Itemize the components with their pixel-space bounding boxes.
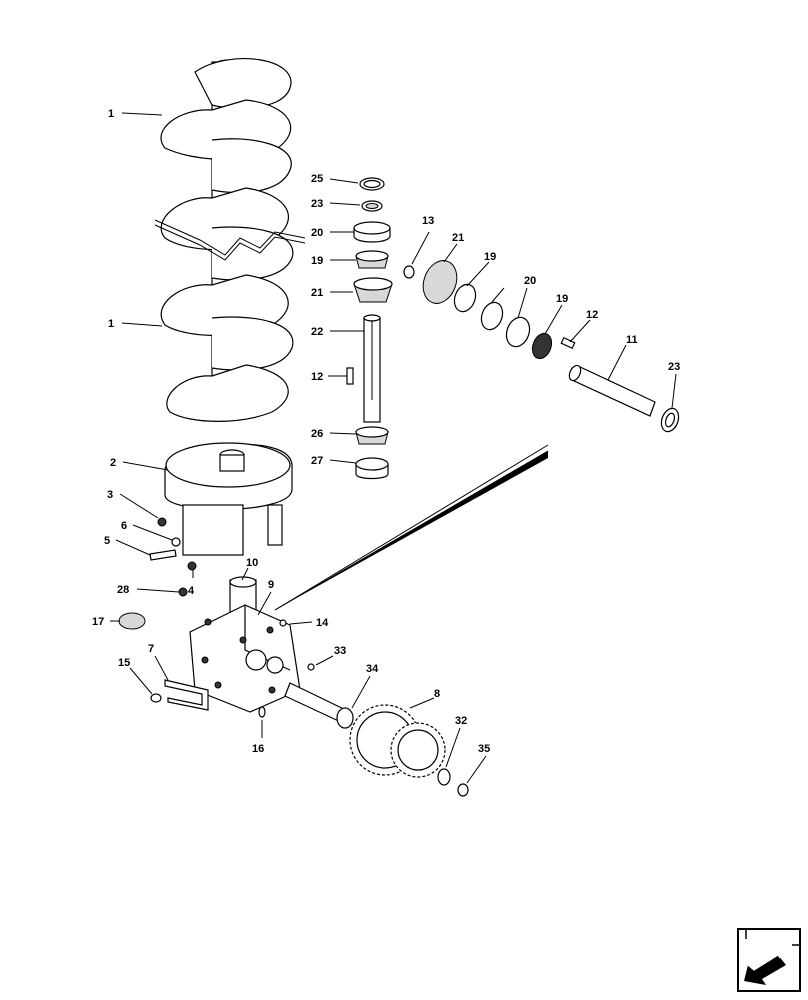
- callout-6: 6: [121, 520, 127, 532]
- callout-26: 26: [311, 428, 323, 440]
- auger-flange: [164, 442, 293, 556]
- callout-14: 14: [316, 617, 329, 629]
- callout-12: 12: [311, 371, 323, 383]
- callout-32: 32: [455, 715, 467, 727]
- vertical-shaft-stack: [346, 177, 393, 480]
- hardware: [118, 517, 469, 797]
- double-sprocket: [336, 704, 446, 778]
- callout-11: 11: [626, 334, 638, 346]
- callout-20: 20: [524, 275, 536, 287]
- callout-19: 19: [484, 251, 496, 263]
- callout-4: 4: [188, 585, 195, 597]
- callout-5: 5: [104, 535, 110, 547]
- callout-21: 21: [311, 287, 323, 299]
- callout-34: 34: [366, 663, 379, 675]
- detail-wedge: [274, 444, 549, 611]
- callout-2: 2: [110, 457, 116, 469]
- leader-lines: [110, 112, 677, 784]
- callout-9: 9: [268, 579, 274, 591]
- callout-23: 23: [311, 198, 323, 210]
- callout-27: 27: [311, 455, 323, 467]
- callout-labels: 1 1 2 3 6 5 4 28 17 7 15 16 10 9 14 33 3…: [92, 108, 680, 755]
- callout-25: 25: [311, 173, 323, 185]
- callout-8: 8: [434, 688, 440, 700]
- auger-assembly: [154, 58, 306, 422]
- callout-17: 17: [92, 616, 104, 628]
- callout-10: 10: [246, 557, 258, 569]
- callout-19: 19: [311, 255, 323, 267]
- callout-22: 22: [311, 326, 323, 338]
- callout-1: 1: [108, 108, 114, 120]
- callout-28: 28: [117, 584, 129, 596]
- callout-12: 12: [586, 309, 598, 321]
- callout-15: 15: [118, 657, 130, 669]
- horizontal-shaft-stack: [403, 260, 680, 433]
- callout-33: 33: [334, 645, 346, 657]
- callout-23: 23: [668, 361, 680, 373]
- callout-16: 16: [252, 743, 264, 755]
- callout-19: 19: [556, 293, 568, 305]
- callout-13: 13: [422, 215, 434, 227]
- callout-35: 35: [478, 743, 490, 755]
- callout-3: 3: [107, 489, 113, 501]
- callout-7: 7: [148, 643, 154, 655]
- callout-21: 21: [452, 232, 464, 244]
- callout-20: 20: [311, 227, 323, 239]
- gearbox: [189, 576, 351, 725]
- next-page-arrow-icon[interactable]: [734, 925, 804, 995]
- callout-1: 1: [108, 318, 114, 330]
